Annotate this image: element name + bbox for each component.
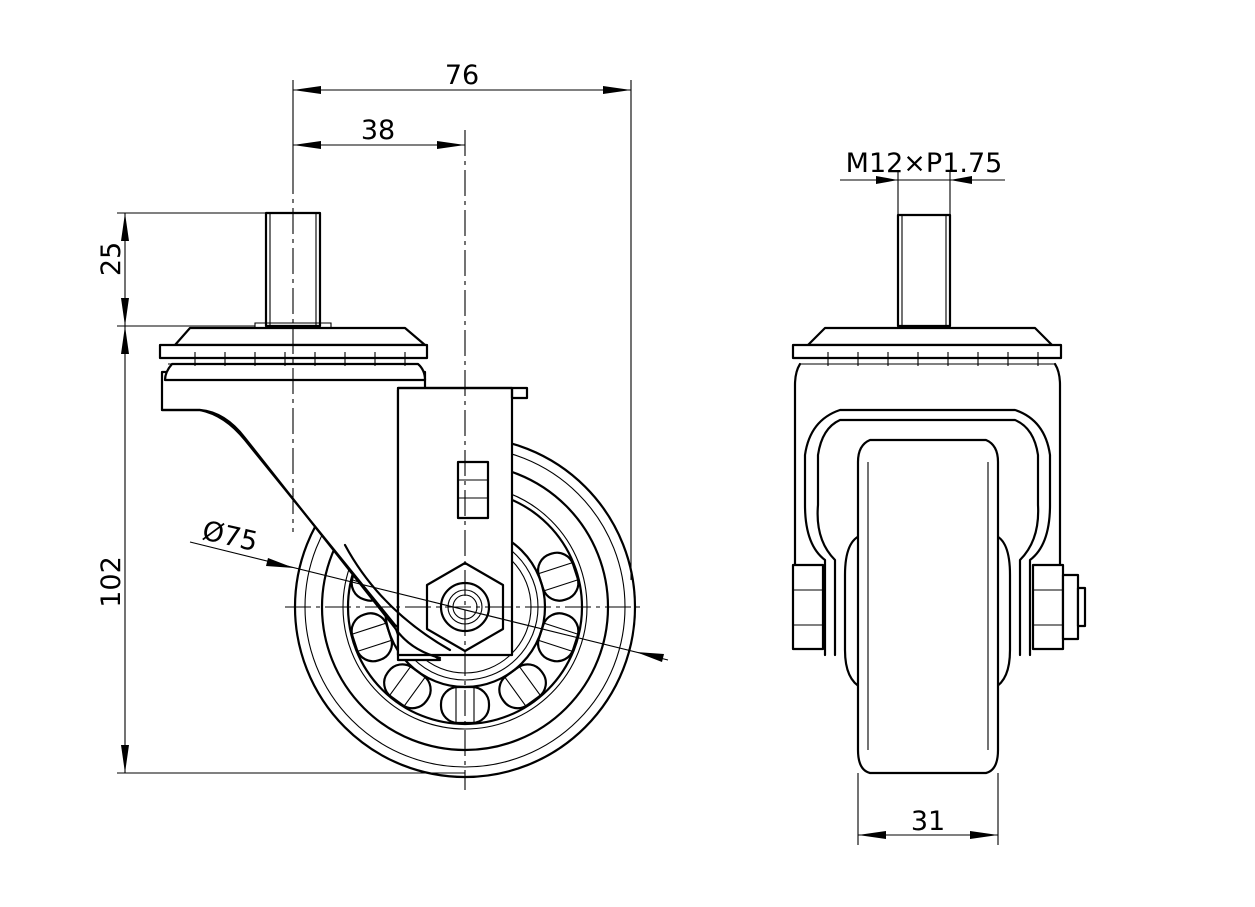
dimension-25-label: 25 — [96, 242, 127, 276]
dimension-102: 102 — [96, 326, 465, 774]
front-view — [791, 213, 1087, 775]
dimension-76: 76 — [292, 60, 632, 580]
dimension-diameter-label: Ø75 — [199, 515, 260, 558]
dimension-thread-label: M12×P1.75 — [846, 148, 1003, 179]
dimension-102-label: 102 — [96, 556, 127, 608]
dimension-31: 31 — [857, 773, 999, 845]
dimension-25: 25 — [96, 212, 266, 327]
side-center-lines — [285, 130, 645, 790]
dimension-76-label: 76 — [445, 60, 479, 91]
dimension-31-label: 31 — [911, 806, 945, 837]
dimension-38-label: 38 — [361, 115, 395, 146]
side-top-plate — [158, 211, 429, 382]
dimension-thread: M12×P1.75 — [840, 148, 1005, 215]
side-fork — [160, 370, 529, 662]
side-view — [158, 130, 645, 790]
dimension-38: 38 — [293, 115, 465, 149]
